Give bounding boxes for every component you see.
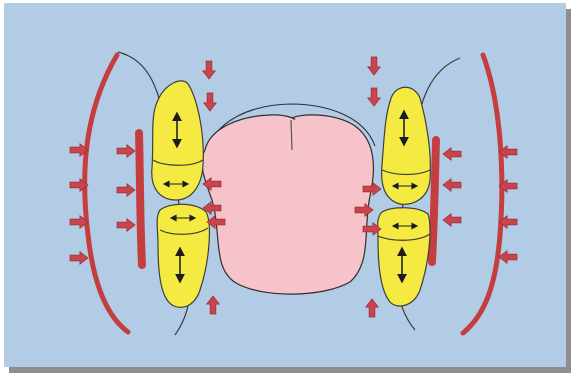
right-mucosa-stripe <box>432 140 436 262</box>
tongue <box>202 104 375 294</box>
left-mucosa-stripe <box>139 133 142 265</box>
tongue-body <box>202 115 374 294</box>
